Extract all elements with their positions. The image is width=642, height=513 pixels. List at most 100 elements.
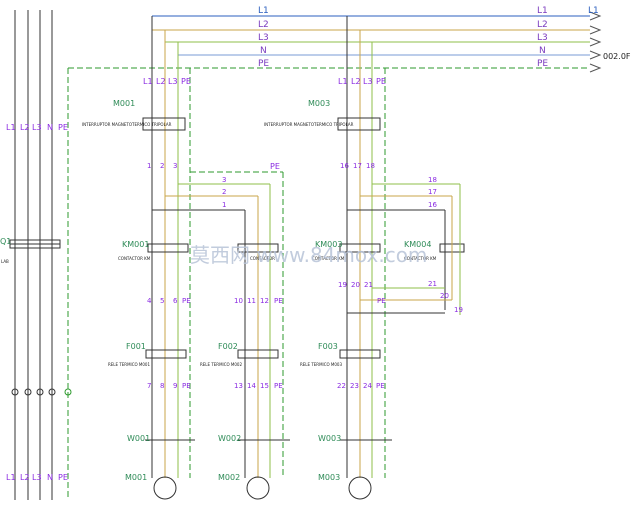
m1-term-l2: L2 <box>156 77 166 86</box>
bus-label-pe: PE <box>258 59 269 69</box>
m2-bus-pe: PE <box>270 162 280 171</box>
m1-term-l3: L3 <box>168 77 178 86</box>
bus-label-l3: L3 <box>258 33 269 43</box>
m1-num-low-9: 9 <box>173 382 177 390</box>
m1-num-low-8: 8 <box>160 382 164 390</box>
m3-num-mid-21: 21 <box>364 281 373 289</box>
m3-contactor2-desc: CONTACTOR KM <box>404 256 437 261</box>
m2-num-mid-pe: PE <box>274 297 283 305</box>
bus-label-l1-right: L1 <box>537 6 548 16</box>
left-bottom-l3: L3 <box>32 473 42 482</box>
bus-label-n: N <box>260 46 267 56</box>
m1-motor-tag: M001 <box>125 473 147 482</box>
m3-term-l3: L3 <box>363 77 373 86</box>
bus-label-l2: L2 <box>258 20 269 30</box>
m1-breaker-tag: M001 <box>113 99 135 108</box>
left-label-l1: L1 <box>6 123 16 132</box>
bus-label-l3-right: L3 <box>537 33 548 43</box>
m3-contactor-tag: KM003 <box>315 240 342 249</box>
left-bottom-l1: L1 <box>6 473 16 482</box>
m1-term-pe: PE <box>181 77 191 86</box>
left-label-l3: L3 <box>32 123 42 132</box>
m3-num-low-24: 24 <box>363 382 372 390</box>
m3-num-top-16: 16 <box>340 162 349 170</box>
m3-num-mid-pe: PE <box>377 297 386 305</box>
left-label-l2: L2 <box>20 123 30 132</box>
branch-3-wires <box>337 16 465 500</box>
m3-num-cross-20: 20 <box>440 292 449 300</box>
m3-num-mid-19: 19 <box>338 281 347 289</box>
out-label-l1: L1 <box>588 6 599 16</box>
m1-num-top-2: 2 <box>160 162 164 170</box>
m1-num-mid-5: 5 <box>160 297 164 305</box>
left-bottom-n: N <box>47 473 53 482</box>
left-bottom-pe: PE <box>58 473 68 482</box>
m3-breaker-desc: INTERRUPTOR MAGNETOTERMICO TRIPOLAR <box>264 122 354 127</box>
m1-num-top-1: 1 <box>147 162 151 170</box>
m1-num-top-3: 3 <box>173 162 177 170</box>
m3-contactor-desc: CONTACTOR KM <box>312 256 345 261</box>
m3-num-bus-18: 18 <box>428 176 437 184</box>
m2-num-low-15: 15 <box>260 382 269 390</box>
m3-term-l1: L1 <box>338 77 348 86</box>
m3-motor-tag: M003 <box>318 473 340 482</box>
m3-num-low-22: 22 <box>337 382 346 390</box>
m2-num-bus-3: 3 <box>222 176 226 184</box>
m3-num-bus-17: 17 <box>428 188 437 196</box>
m2-num-low-13: 13 <box>234 382 243 390</box>
m3-num-cross-19: 19 <box>454 306 463 314</box>
bus-label-l1: L1 <box>258 6 269 16</box>
m2-num-mid-12: 12 <box>260 297 269 305</box>
m1-breaker-desc: INTERRUPTOR MAGNETOTERMICO TRIPOLAR <box>82 122 172 127</box>
m1-num-low-pe: PE <box>182 382 191 390</box>
left-bottom-l2: L2 <box>20 473 30 482</box>
m1-num-low-7: 7 <box>147 382 151 390</box>
m3-term-pe: PE <box>376 77 386 86</box>
m2-num-low-14: 14 <box>247 382 256 390</box>
m3-num-mid-20: 20 <box>351 281 360 289</box>
m2-num-mid-11: 11 <box>247 297 256 305</box>
m2-relay-tag: F002 <box>218 342 238 351</box>
m2-relay-desc: RELE TERMICO M002 <box>200 362 242 367</box>
m1-num-mid-6: 6 <box>173 297 178 305</box>
m3-num-cross-21: 21 <box>428 280 437 288</box>
m3-relay-desc: RELE TERMICO M003 <box>300 362 342 367</box>
m1-relay-tag: F001 <box>126 342 146 351</box>
m1-contactor-desc: CONTACTOR KM <box>118 256 151 261</box>
m3-num-low-pe: PE <box>376 382 385 390</box>
bus-label-pe-right: PE <box>537 59 548 69</box>
m1-num-mid-pe: PE <box>182 297 191 305</box>
m3-relay-tag: F003 <box>318 342 338 351</box>
m1-contactor-tag: KM001 <box>122 240 149 249</box>
m3-breaker-tag: M003 <box>308 99 330 108</box>
m2-num-bus-2: 2 <box>222 188 226 196</box>
branch-1-wires <box>142 16 195 500</box>
watermark-text: 莫西网 www.84mox.com <box>190 243 427 267</box>
m2-num-low-pe: PE <box>274 382 283 390</box>
m3-num-bus-16: 16 <box>428 201 437 209</box>
left-column <box>9 10 72 500</box>
m1-switch-tag: W001 <box>127 434 150 443</box>
m2-switch-tag: W002 <box>218 434 241 443</box>
m3-num-top-18: 18 <box>366 162 375 170</box>
m1-num-mid-4: 4 <box>147 297 152 305</box>
left-breaker-label: Q1 <box>0 237 11 246</box>
m1-relay-desc: RELE TERMICO M001 <box>108 362 150 367</box>
bus-label-n-right: N <box>539 46 546 56</box>
bus-label-l2-right: L2 <box>537 20 548 30</box>
left-label-n: N <box>47 123 53 132</box>
m2-num-bus-1: 1 <box>222 201 226 209</box>
left-label-pe: PE <box>58 123 68 132</box>
m2-num-mid-10: 10 <box>234 297 243 305</box>
left-lamp-label: LAB <box>1 259 9 264</box>
branch-2-wires <box>152 171 290 500</box>
m3-term-l2: L2 <box>351 77 361 86</box>
m2-motor-tag: M002 <box>218 473 240 482</box>
m3-num-top-17: 17 <box>353 162 362 170</box>
m1-term-l1: L1 <box>143 77 153 86</box>
m2-contactor-desc: CONTACTOR <box>250 256 275 261</box>
m3-num-low-23: 23 <box>350 382 359 390</box>
m3-switch-tag: W003 <box>318 434 341 443</box>
main-buses <box>68 11 602 73</box>
